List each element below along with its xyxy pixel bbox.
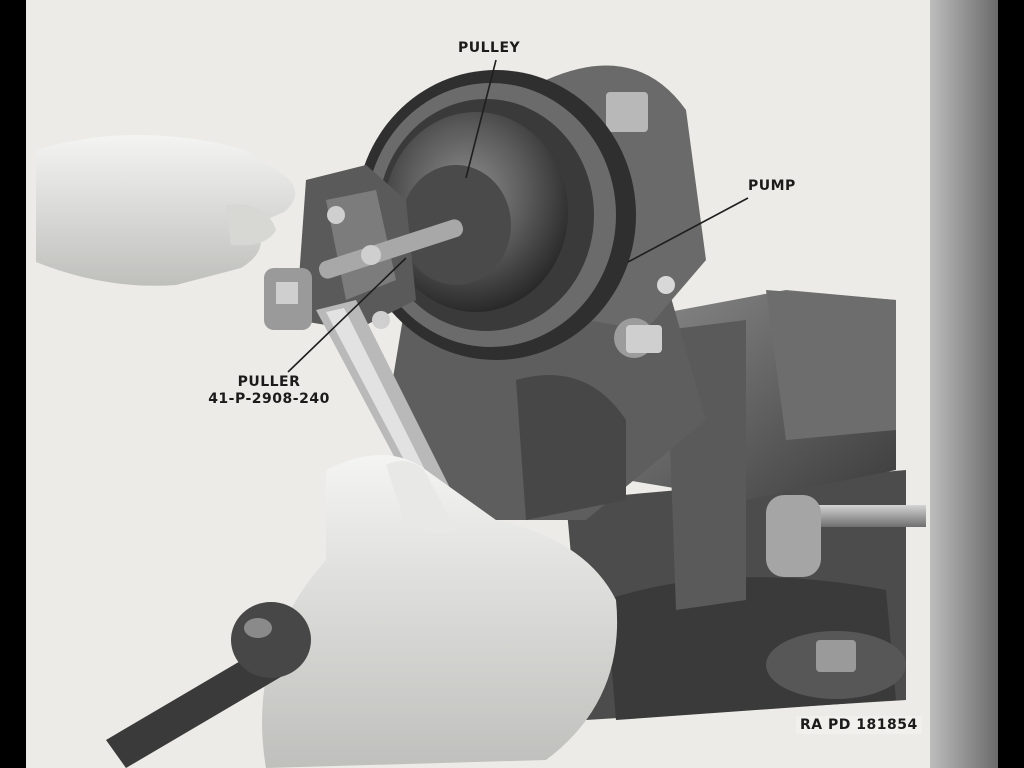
puller-screw (318, 219, 464, 279)
figure-reference: RA PD 181854 (796, 716, 922, 734)
vise-handle (796, 505, 926, 527)
document-page: PULLEY PUMP PULLER 41-P-2908-240 RA PD 1… (26, 0, 930, 768)
vise-screw-hub (766, 495, 821, 577)
pulley-label: PULLEY (458, 40, 521, 56)
pump-shaft-icon (626, 325, 662, 353)
puller-leader (287, 257, 407, 373)
pump-bolt-icon (606, 92, 648, 132)
page-binding-shadow (930, 0, 998, 768)
puller-part-number: 41-P-2908-240 (208, 391, 330, 407)
pump-leader (627, 197, 749, 263)
vise-ball-handle (106, 602, 311, 768)
pulley (356, 70, 636, 360)
puller-label: PULLER 41-P-2908-240 (194, 374, 344, 408)
pulley-leader (465, 59, 497, 179)
vise-bolt-icon (816, 640, 856, 672)
puller-name: PULLER (237, 374, 301, 390)
pump-pulley-removal-photo (36, 59, 926, 768)
upper-hand (36, 135, 296, 286)
bench-vise (566, 290, 926, 720)
scan-border (998, 0, 1024, 768)
puller-tool (264, 165, 464, 330)
label-leader-lines (287, 59, 749, 373)
lower-hand (262, 455, 618, 768)
pump-label: PUMP (748, 178, 796, 194)
